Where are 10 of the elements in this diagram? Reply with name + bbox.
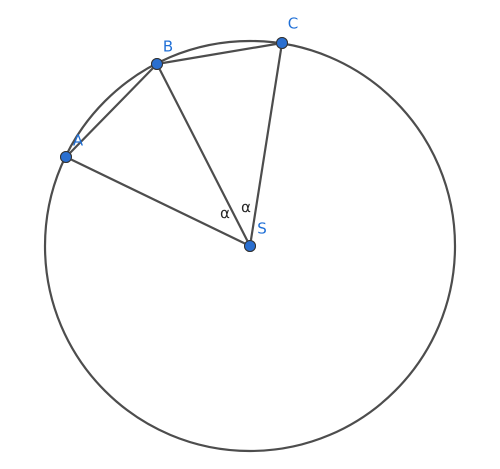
point-label: S <box>258 222 266 234</box>
line-segment <box>70 158 246 244</box>
line-segment <box>250 48 282 240</box>
angle-label: α <box>242 204 250 212</box>
angle-label: α <box>220 210 230 218</box>
line-segment <box>158 68 248 242</box>
line-segment <box>162 42 276 64</box>
point-label: B <box>164 40 172 52</box>
point-label: C <box>288 17 298 29</box>
line-segment <box>69 68 154 154</box>
